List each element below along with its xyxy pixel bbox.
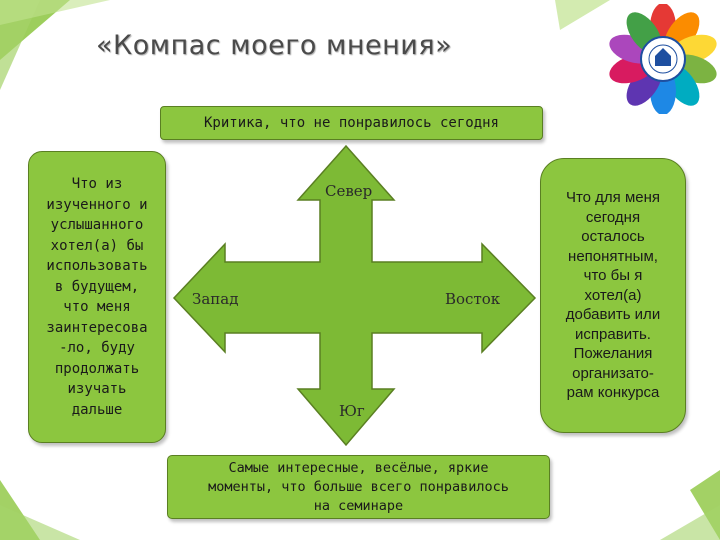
left-box-future-use: Что из изученного и услышанного хотел(а)… [28, 151, 166, 443]
top-box-criticism: Критика, что не понравилось сегодня [160, 106, 543, 140]
logo-inner-ring [648, 44, 678, 74]
page-title: «Компас моего мнения» [96, 30, 453, 61]
compass-north-label: Север [325, 182, 373, 200]
right-box-text: Что для меня сегодня осталось непонятным… [565, 189, 661, 402]
compass-south-label: Юг [339, 402, 365, 420]
compass-east-label: Восток [445, 290, 501, 308]
flower-logo-icon [609, 4, 717, 114]
compass-west-label: Запад [192, 290, 239, 308]
top-box-text: Критика, что не понравилось сегодня [203, 115, 499, 131]
bottom-box-highlights: Самые интересные, весёлые, яркие моменты… [167, 455, 550, 519]
bottom-box-text: Самые интересные, весёлые, яркие моменты… [208, 459, 509, 514]
right-box-unclear-wishes: Что для меня сегодня осталось непонятным… [540, 158, 686, 433]
left-box-text: Что из изученного и услышанного хотел(а)… [46, 176, 148, 418]
compass-cross-shape [172, 144, 537, 447]
logo-emblem [655, 48, 671, 66]
